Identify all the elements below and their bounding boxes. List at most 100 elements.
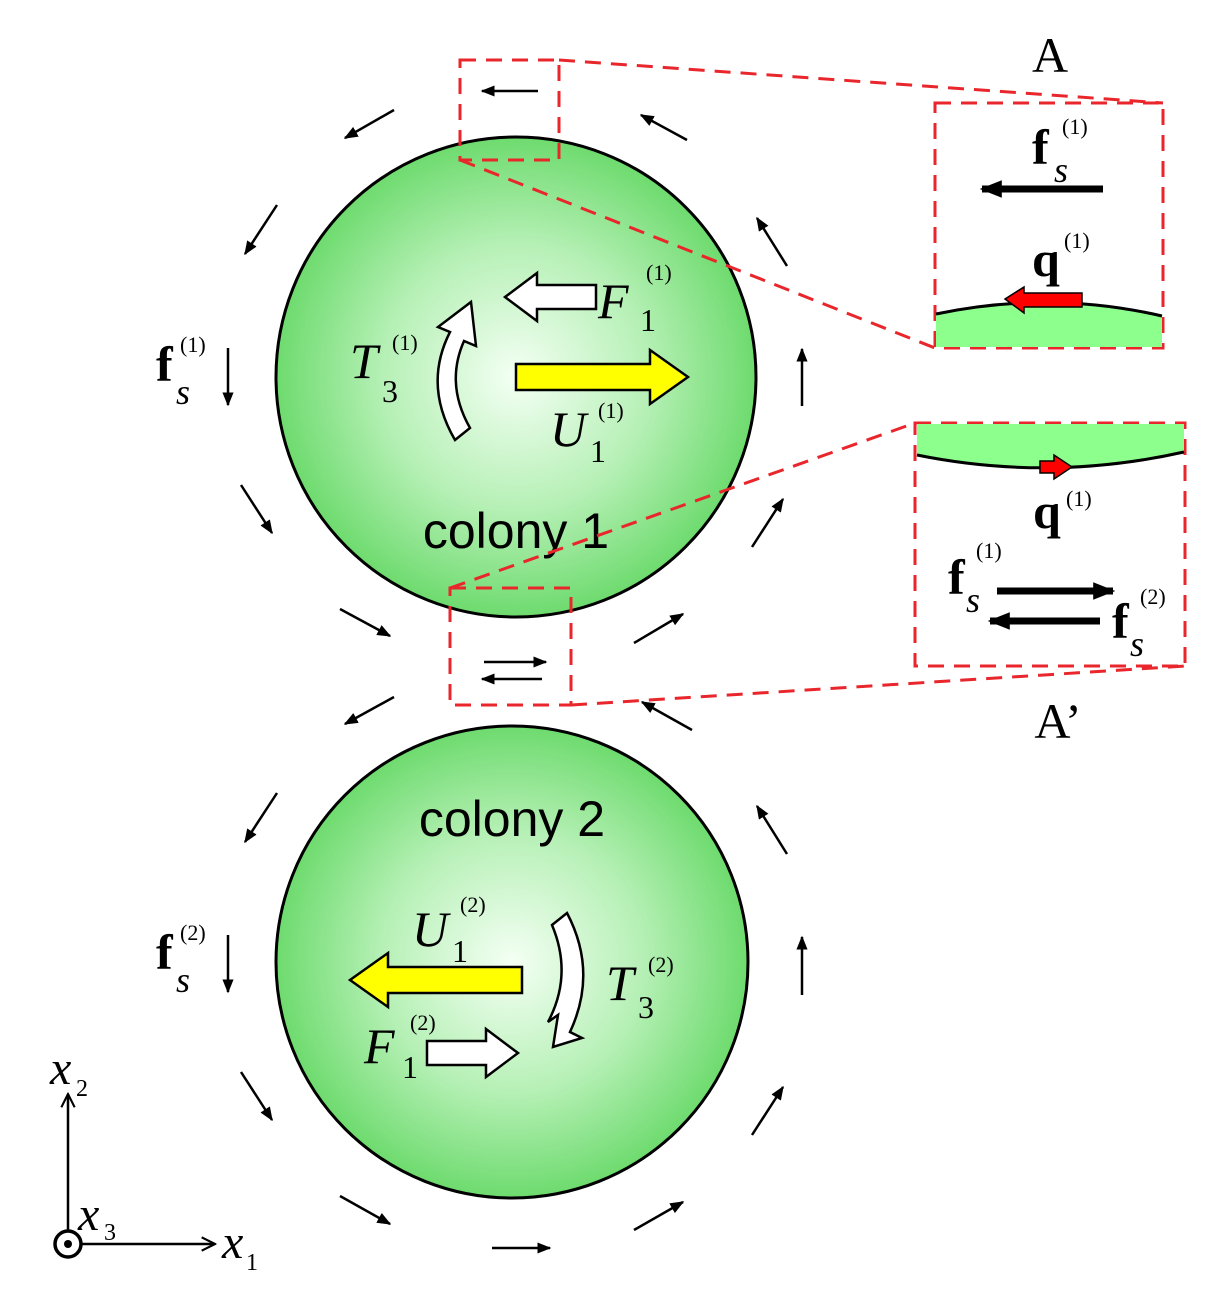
x2-label: x: [49, 1042, 71, 1095]
surface-arrow: [755, 216, 789, 267]
force-label-colony-1: F 1 (1): [597, 260, 672, 338]
x3-subscript: 3: [104, 1220, 116, 1246]
velocity-superscript: (1): [598, 398, 624, 423]
surface-arrow: [750, 1085, 785, 1136]
force-arrow-colony-2: [425, 1026, 521, 1080]
inset-A2-q-arrow: [1039, 453, 1074, 481]
torque-subscript: 3: [638, 989, 654, 1025]
surface-arrow: [239, 1071, 274, 1122]
torque-symbol: T: [606, 955, 637, 1011]
fs-symbol: f: [1112, 593, 1130, 649]
q-symbol: q: [1033, 483, 1061, 539]
surface-arrows-colony-1: [222, 85, 808, 645]
x1-subscript: 1: [246, 1250, 258, 1276]
fs-label-colony-2: f s (2): [156, 920, 206, 1000]
coordinate-axes: x 1 x 2 x 3: [49, 1042, 258, 1276]
surface-arrow: [239, 484, 274, 535]
surface-arrows-colony-2: [222, 695, 808, 1254]
inset-A-fs-label: f s (1): [1032, 114, 1088, 190]
inset-A2-fs2-label: f s (2): [1112, 584, 1166, 664]
zoom-line: [449, 421, 916, 590]
torque-label-colony-2: T 3 (2): [606, 952, 674, 1025]
force-superscript: (2): [410, 1010, 436, 1035]
inset-A-q-label: q (1): [1032, 228, 1090, 287]
surface-arrow: [750, 497, 785, 548]
surface-arrow: [339, 607, 392, 638]
q-symbol: q: [1032, 231, 1060, 287]
fs-subscript: s: [1054, 150, 1068, 190]
fs-superscript: (1): [976, 538, 1002, 563]
surface-arrow: [243, 204, 279, 256]
torque-symbol: T: [350, 333, 381, 389]
zoom-line: [558, 58, 1164, 105]
x3-axis-out-of-plane-dot: [64, 1240, 72, 1248]
gap-arrows: [480, 656, 548, 685]
torque-superscript: (2): [648, 952, 674, 977]
torque-arrow-colony-2: [546, 911, 586, 1049]
inset-A-title: A: [1032, 27, 1068, 83]
force-subscript: 1: [640, 302, 656, 338]
x3-label: x: [77, 1188, 99, 1241]
fs-subscript: s: [966, 580, 980, 620]
velocity-symbol: U: [550, 401, 589, 457]
fs-superscript: (1): [180, 332, 206, 357]
surface-arrow: [243, 792, 279, 844]
velocity-subscript: 1: [452, 933, 468, 969]
torque-superscript: (1): [392, 330, 418, 355]
inset-A2-green-surface: [917, 424, 1184, 468]
force-arrow-colony-1: [502, 270, 598, 324]
inset-A2-frame: [913, 421, 1187, 668]
colony-1-label: colony 1: [423, 503, 609, 559]
inset-A2-title: A’: [1034, 693, 1081, 749]
velocity-symbol: U: [412, 901, 451, 957]
surface-arrow: [343, 695, 395, 726]
inset-A-frame: [933, 101, 1165, 350]
fs-superscript: (2): [180, 920, 206, 945]
torque-arrow-colony-1: [435, 299, 478, 442]
force-symbol: F: [597, 273, 629, 329]
fs-superscript: (2): [1140, 584, 1166, 609]
fs-subscript: s: [1130, 624, 1144, 664]
force-label-colony-2: F 1 (2): [363, 1010, 436, 1085]
velocity-arrow-colony-2: [347, 950, 524, 1010]
fs-symbol: f: [948, 549, 966, 605]
surface-arrow: [639, 113, 688, 142]
inset-A-green-surface: [936, 302, 1162, 347]
surface-arrow: [343, 108, 395, 140]
inset-A2-fs1-label: f s (1): [948, 538, 1002, 620]
fs-symbol: f: [156, 336, 174, 392]
fs-symbol: f: [1032, 119, 1050, 175]
surface-arrow: [339, 1194, 392, 1226]
selection-box-top: [458, 58, 561, 162]
zoom-line: [459, 158, 936, 350]
torque-subscript: 3: [382, 373, 398, 409]
velocity-arrow-colony-1: [514, 347, 691, 407]
fs-symbol: f: [156, 924, 174, 980]
q-superscript: (1): [1066, 486, 1092, 511]
fs-subscript: s: [176, 960, 190, 1000]
q-superscript: (1): [1064, 228, 1090, 253]
surface-arrow: [633, 1200, 685, 1232]
surface-arrow: [633, 612, 685, 645]
surface-arrow: [640, 700, 693, 732]
fs-superscript: (1): [1062, 114, 1088, 139]
colony-2-circle: [274, 724, 750, 1200]
x2-subscript: 2: [76, 1076, 88, 1102]
zoom-indicators: [448, 58, 1187, 707]
fs-subscript: s: [176, 372, 190, 412]
force-superscript: (1): [646, 260, 672, 285]
x1-label: x: [221, 1216, 243, 1269]
velocity-superscript: (2): [460, 892, 486, 917]
torque-label-colony-1: T 3 (1): [350, 330, 418, 409]
selection-box-gap: [448, 586, 573, 707]
zoom-line: [570, 664, 1186, 707]
inset-A2-q-label: q (1): [1033, 483, 1092, 539]
force-subscript: 1: [402, 1049, 418, 1085]
surface-arrow: [755, 804, 789, 855]
velocity-subscript: 1: [590, 433, 606, 469]
fs-label-colony-1: f s (1): [156, 332, 206, 412]
force-symbol: F: [363, 1018, 395, 1074]
velocity-label-colony-2: U 1 (2): [412, 892, 486, 969]
inset-A-q-arrow: [1003, 285, 1083, 315]
